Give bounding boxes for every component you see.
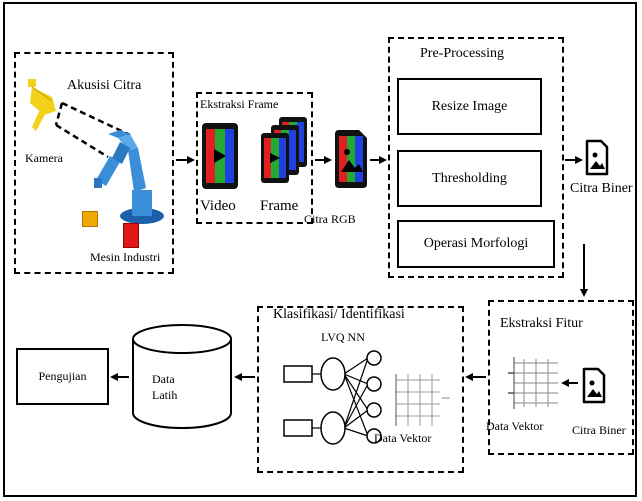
preprocessing-title: Pre-Processing bbox=[420, 46, 504, 61]
resize-image-step: Resize Image bbox=[397, 78, 542, 135]
frame-extraction-box bbox=[196, 92, 313, 224]
database-icon bbox=[132, 324, 232, 429]
classification-vector-label: Data Vektor bbox=[374, 431, 432, 445]
robot-arm-icon bbox=[94, 130, 164, 224]
binary-image-icon-2 bbox=[582, 367, 606, 404]
frame-extraction-title: Ekstraksi Frame bbox=[200, 97, 279, 111]
feature-vector-label: Data Vektor bbox=[486, 419, 544, 433]
feature-vector-chart bbox=[508, 357, 558, 409]
camera-view-cone bbox=[54, 101, 131, 159]
rgb-image-icon bbox=[335, 130, 367, 188]
rgb-label: Citra RGB bbox=[304, 212, 356, 226]
resize-image-label: Resize Image bbox=[431, 98, 508, 114]
training-data-line2: Latih bbox=[152, 388, 178, 402]
network-label: LVQ NN bbox=[321, 330, 365, 344]
morphology-label: Operasi Morfologi bbox=[423, 236, 529, 251]
testing-box: Pengujian bbox=[16, 348, 109, 405]
video-label: Video bbox=[200, 198, 236, 214]
training-data-line1: Data bbox=[152, 372, 175, 386]
frame-label: Frame bbox=[260, 198, 299, 214]
machine-label: Mesin Industri bbox=[90, 250, 161, 264]
morphology-step: Operasi Morfologi bbox=[397, 220, 555, 268]
frames-stack-icon bbox=[261, 117, 307, 183]
feature-extraction-box bbox=[488, 300, 634, 455]
testing-label: Pengujian bbox=[38, 369, 87, 383]
feature-binary-label: Citra Biner bbox=[572, 423, 626, 437]
thresholding-step: Thresholding bbox=[397, 150, 542, 207]
acquisition-title: Akusisi Citra bbox=[67, 78, 142, 93]
lvq-network-diagram bbox=[283, 350, 450, 445]
binary-image-icon bbox=[585, 139, 609, 176]
video-film-icon bbox=[202, 123, 238, 189]
classification-box bbox=[257, 306, 464, 473]
preprocessing-box bbox=[388, 37, 564, 278]
thresholding-label: Thresholding bbox=[432, 170, 507, 186]
acquisition-box bbox=[14, 52, 174, 274]
diagram-frame bbox=[3, 2, 637, 497]
binary-image-label: Citra Biner bbox=[570, 181, 633, 196]
camera-label: Kamera bbox=[25, 151, 63, 165]
yellow-block bbox=[82, 211, 98, 227]
feature-extraction-title: Ekstraksi Fitur bbox=[500, 316, 583, 331]
red-block bbox=[123, 223, 139, 248]
camera-icon bbox=[28, 79, 56, 131]
classification-title: Klasifikasi/ Identifikasi bbox=[273, 307, 405, 322]
